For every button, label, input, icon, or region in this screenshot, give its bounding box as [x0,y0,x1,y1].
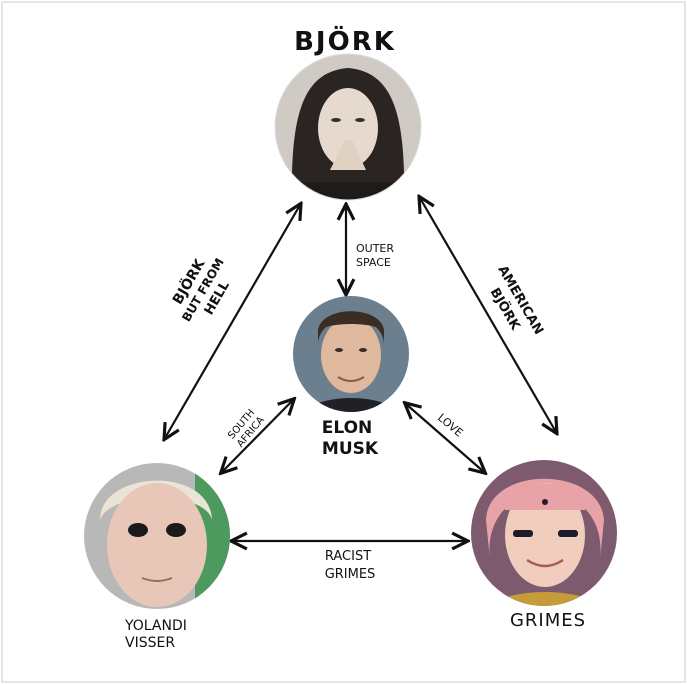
bjork-photo [275,54,421,200]
arrow-elon-grimes [406,404,484,472]
arrow-bjork-grimes [420,198,556,432]
label-racist-grimes-line2: GRIMES [325,567,376,582]
elon-photo [293,296,409,412]
elon-name-line1: ELON [322,418,373,438]
label-racist-grimes-line1: RACIST [325,549,371,564]
yolandi-name-line2: VISSER [125,635,175,651]
bjork-name: BJÖRK [294,24,396,57]
arrow-elon-yolandi [222,400,293,472]
label-outer-space-line2: SPACE [356,256,391,269]
arrow-bjork-yolandi [165,205,300,438]
grimes-name: GRIMES [510,610,586,631]
yolandi-photo [84,463,230,609]
yolandi-name-line1: YOLANDI [124,618,187,634]
elon-name-line2: MUSK [322,439,379,459]
label-outer-space-line1: OUTER [356,242,394,255]
grimes-photo [471,460,617,606]
